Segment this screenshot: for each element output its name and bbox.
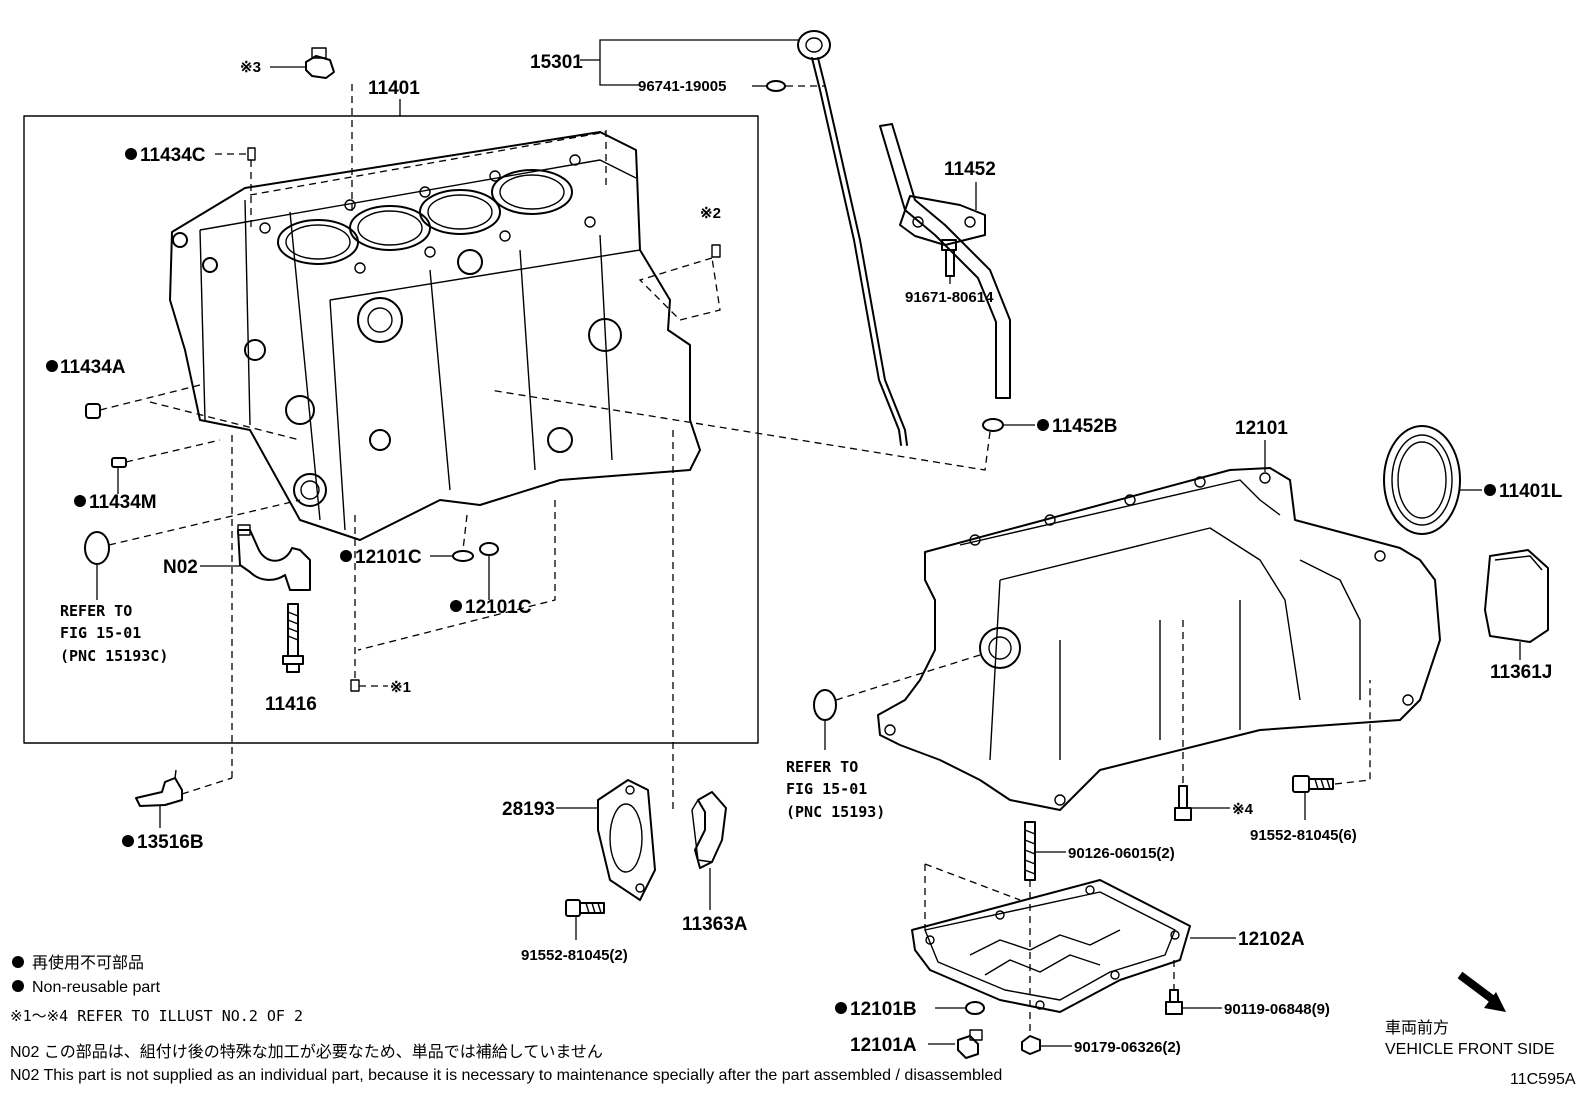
bracket-11363A[interactable] xyxy=(691,791,727,869)
label-15301[interactable]: 15301 xyxy=(530,52,583,73)
gasket-12101B[interactable] xyxy=(965,1001,985,1015)
part-11434C-shape[interactable] xyxy=(247,147,256,161)
direction-en: VEHICLE FRONT SIDE xyxy=(1385,1041,1555,1058)
bolt-marker-4[interactable] xyxy=(1174,785,1192,821)
label-91552-81045-2[interactable]: 91552-81045(2) xyxy=(521,947,628,964)
dipstick-guide-11452[interactable] xyxy=(879,123,1011,399)
stud-90126[interactable] xyxy=(1024,821,1036,881)
label-12101C-a[interactable]: 12101C xyxy=(355,547,422,568)
legend-en: Non-reusable part xyxy=(32,979,161,996)
label-11361J[interactable]: 11361J xyxy=(1490,662,1552,683)
label-90179-06326-2[interactable]: 90179-06326(2) xyxy=(1074,1039,1181,1056)
oil-pan-upper-12101[interactable] xyxy=(877,467,1441,811)
part-11434M-shape[interactable] xyxy=(111,457,127,468)
dipstick-15301[interactable] xyxy=(797,30,908,446)
label-90119-06848-9[interactable]: 90119-06848(9) xyxy=(1224,1001,1330,1018)
engine-block-frame xyxy=(23,115,759,744)
legend-illust-note: ※1～※4 REFER TO ILLUST NO.2 OF 2 xyxy=(10,1007,303,1025)
dowel-pin-shape[interactable] xyxy=(711,244,721,258)
label-91552-81045-6[interactable]: 91552-81045(6) xyxy=(1250,827,1357,844)
ref-right-line2[interactable]: FIG 15-01 xyxy=(786,780,867,798)
label-11401[interactable]: 11401 xyxy=(368,78,420,99)
label-11401L[interactable]: 11401L xyxy=(1499,481,1563,502)
diagram-code: 11C595A xyxy=(1510,1071,1576,1088)
plug-3[interactable] xyxy=(305,47,335,79)
nut-90179[interactable] xyxy=(1021,1035,1041,1055)
marker-2: ※2 xyxy=(700,205,721,222)
legend-jp: 再使用不可部品 xyxy=(32,954,144,972)
label-91671-80614[interactable]: 91671-80614 xyxy=(905,289,994,306)
label-11452B[interactable]: 11452B xyxy=(1052,416,1118,437)
label-12101B[interactable]: 12101B xyxy=(850,999,917,1020)
arrow-down-right-icon xyxy=(1457,971,1506,1012)
part-11434A-shape[interactable] xyxy=(85,403,101,419)
oil-pan-lower-12102A[interactable] xyxy=(911,879,1191,1013)
bolt-91552-6[interactable] xyxy=(1292,775,1334,793)
ref-left-line2[interactable]: FIG 15-01 xyxy=(60,624,141,642)
label-12101A[interactable]: 12101A xyxy=(850,1035,917,1056)
drain-plug-12101A[interactable] xyxy=(957,1029,983,1059)
bolt-90119[interactable] xyxy=(1165,989,1183,1015)
marker-4: ※4 xyxy=(1232,801,1254,818)
label-12102A[interactable]: 12102A xyxy=(1238,929,1305,950)
o-ring-96741[interactable] xyxy=(766,80,786,92)
label-11434A[interactable]: 11434A xyxy=(60,357,126,378)
ref-right-line1[interactable]: REFER TO xyxy=(786,758,858,776)
legend-n02-en: N02 This part is not supplied as an indi… xyxy=(10,1067,1002,1084)
label-11363A[interactable]: 11363A xyxy=(682,914,748,935)
label-11434C[interactable]: 11434C xyxy=(140,145,206,166)
label-90126-06015-2[interactable]: 90126-06015(2) xyxy=(1068,845,1175,862)
marker-3: ※3 xyxy=(240,59,261,76)
label-N02[interactable]: N02 xyxy=(163,557,198,578)
gasket-28193[interactable] xyxy=(597,779,656,901)
label-13516B[interactable]: 13516B xyxy=(137,832,204,853)
cylinder-block[interactable] xyxy=(169,131,701,541)
label-11434M[interactable]: 11434M xyxy=(89,492,157,513)
o-ring-left-shape[interactable] xyxy=(84,531,110,565)
o-ring-11452B[interactable] xyxy=(982,418,1004,432)
label-96741-19005[interactable]: 96741-19005 xyxy=(638,78,726,95)
label-11416[interactable]: 11416 xyxy=(265,694,317,715)
label-11452[interactable]: 11452 xyxy=(944,159,996,180)
label-12101[interactable]: 12101 xyxy=(1235,418,1288,439)
ring-12101C-a[interactable] xyxy=(452,550,474,562)
bolt-91552-2[interactable] xyxy=(565,899,605,917)
sensor-13516B[interactable] xyxy=(135,769,183,807)
bearing-cap-n02[interactable] xyxy=(237,524,311,591)
label-28193[interactable]: 28193 xyxy=(502,799,555,820)
ref-right-line3[interactable]: (PNC 15193) xyxy=(786,803,885,821)
direction-jp: 車両前方 xyxy=(1385,1019,1449,1037)
cover-11361J[interactable] xyxy=(1484,549,1549,643)
ref-left-line1[interactable]: REFER TO xyxy=(60,602,132,620)
o-ring-right-shape[interactable] xyxy=(813,689,837,721)
legend-n02-jp: N02 この部品は、組付け後の特殊な加工が必要なため、単品では補給していません xyxy=(10,1043,603,1061)
oil-seal-11401L[interactable] xyxy=(1383,425,1461,535)
bolt-11416[interactable] xyxy=(282,603,304,673)
ring-12101C-b[interactable] xyxy=(479,542,499,556)
marker-1: ※1 xyxy=(390,679,411,696)
dowel-pin-1-shape[interactable] xyxy=(350,679,360,692)
ref-left-line3[interactable]: (PNC 15193C) xyxy=(60,647,168,665)
label-12101C-b[interactable]: 12101C xyxy=(465,597,532,618)
